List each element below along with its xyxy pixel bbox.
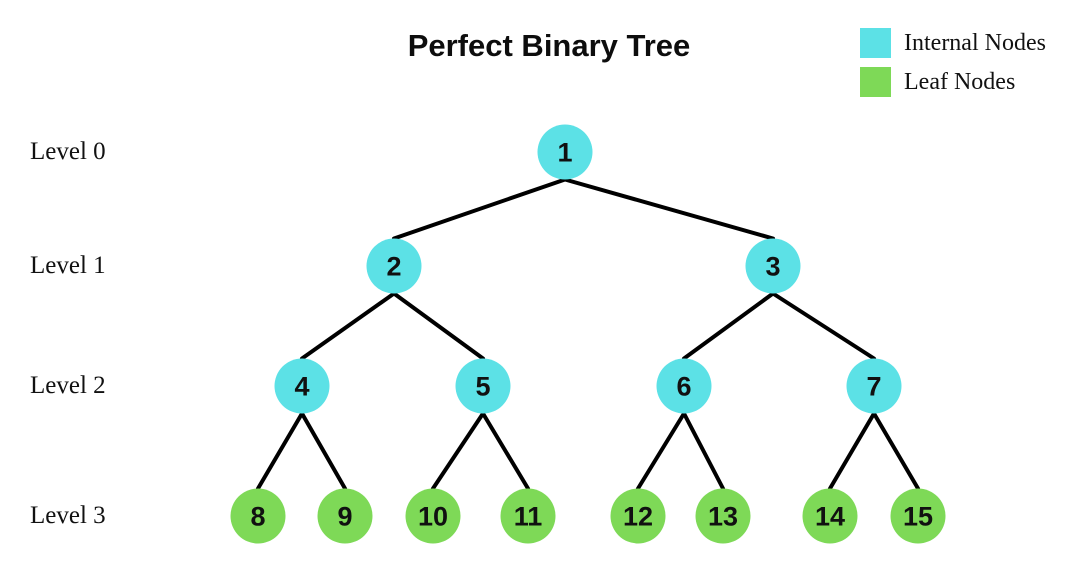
leaf-nodes-swatch — [860, 67, 891, 97]
tree-edge-1-2 — [392, 177, 567, 241]
tree-node-12 — [610, 488, 666, 544]
tree-node-13 — [695, 488, 751, 544]
tree-edge-4-8 — [256, 411, 304, 491]
tree-node-9 — [317, 488, 373, 544]
legend-label-internal: Internal Nodes — [904, 29, 1046, 56]
level-2-label: Level 2 — [30, 372, 106, 399]
tree-node-label-15: 15 — [903, 502, 933, 532]
tree-edge-6-13 — [682, 411, 725, 491]
tree-node-3 — [745, 238, 801, 294]
tree-node-10 — [405, 488, 461, 544]
tree-node-label-11: 11 — [514, 502, 543, 532]
level-3-label: Level 3 — [30, 502, 106, 529]
tree-node-7 — [846, 358, 902, 414]
tree-node-label-12: 12 — [623, 502, 653, 532]
tree-node-4 — [274, 358, 330, 414]
tree-node-label-7: 7 — [866, 372, 881, 402]
tree-node-label-2: 2 — [386, 252, 401, 282]
legend-item-internal: Internal Nodes — [860, 28, 1046, 58]
tree-edge-3-6 — [682, 291, 775, 361]
tree-edge-5-10 — [431, 411, 485, 491]
tree-node-label-8: 8 — [250, 502, 265, 532]
tree-node-2 — [366, 238, 422, 294]
legend-item-leaf: Leaf Nodes — [860, 67, 1046, 97]
tree-edge-2-4 — [300, 291, 396, 361]
tree-node-label-14: 14 — [815, 502, 845, 532]
tree-node-5 — [455, 358, 511, 414]
tree-edge-7-14 — [828, 411, 876, 491]
tree-node-11 — [500, 488, 556, 544]
legend-label-leaf: Leaf Nodes — [904, 68, 1016, 95]
tree-node-8 — [230, 488, 286, 544]
tree-node-label-5: 5 — [475, 372, 490, 402]
tree-edge-2-5 — [392, 291, 485, 361]
tree-edge-6-12 — [636, 411, 686, 491]
tree-edge-5-11 — [481, 411, 530, 491]
legend: Internal Nodes Leaf Nodes — [860, 28, 1046, 106]
tree-node-label-13: 13 — [708, 502, 738, 532]
tree-edge-1-3 — [563, 177, 775, 241]
tree-node-label-9: 9 — [337, 502, 352, 532]
internal-nodes-swatch — [860, 28, 891, 58]
tree-node-1 — [537, 124, 593, 180]
tree-edge-4-9 — [300, 411, 347, 491]
tree-node-14 — [802, 488, 858, 544]
tree-node-label-6: 6 — [676, 372, 691, 402]
level-1-label: Level 1 — [30, 252, 106, 279]
tree-node-label-10: 10 — [418, 502, 448, 532]
level-0-label: Level 0 — [30, 138, 106, 165]
tree-node-6 — [656, 358, 712, 414]
tree-node-15 — [890, 488, 946, 544]
tree-node-label-1: 1 — [557, 138, 572, 168]
tree-edge-3-7 — [771, 291, 876, 361]
diagram-title: Perfect Binary Tree — [407, 28, 691, 63]
tree-edge-7-15 — [872, 411, 920, 491]
tree-node-label-4: 4 — [294, 372, 309, 402]
tree-node-label-3: 3 — [765, 252, 780, 282]
